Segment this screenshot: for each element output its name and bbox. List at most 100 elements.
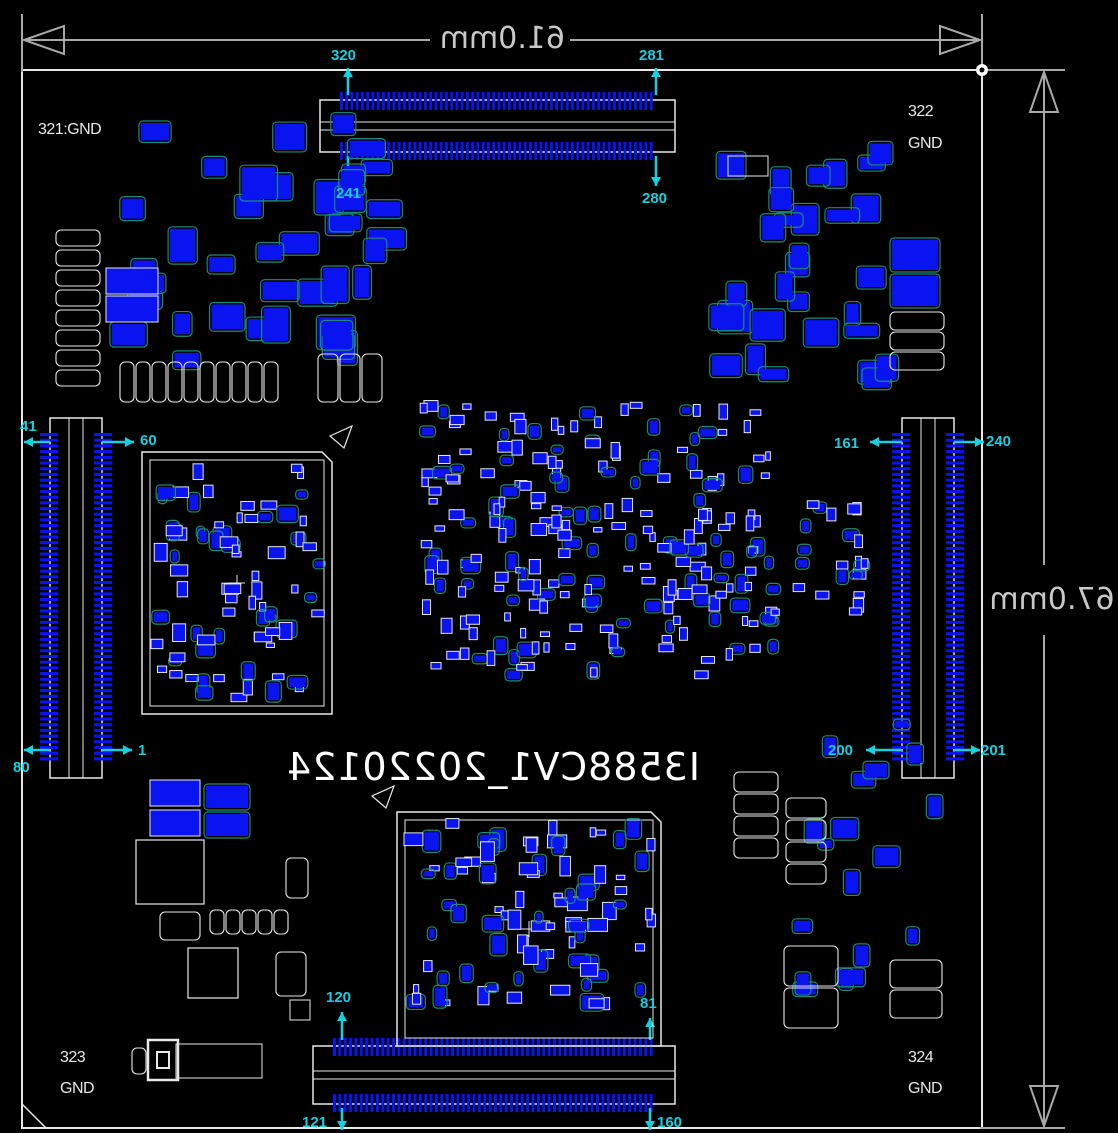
connector-pad	[354, 1038, 358, 1056]
connector-pad	[892, 603, 910, 607]
connector-pad	[946, 689, 964, 693]
connector-pad	[892, 660, 910, 664]
connector-pad	[371, 92, 375, 110]
empty-footprint	[733, 793, 779, 815]
smd-pad	[753, 454, 765, 463]
connector-pad	[892, 751, 910, 755]
smd-pad	[794, 920, 811, 932]
smd-pad	[851, 572, 861, 578]
connector-pad	[601, 1038, 605, 1056]
pad-outline	[646, 418, 661, 436]
smd-pad	[602, 469, 614, 475]
connector-pad	[413, 1094, 417, 1112]
connector-pad	[892, 455, 910, 459]
smd-pad	[717, 428, 728, 436]
smd-pad	[497, 441, 513, 453]
connector-pad	[946, 444, 964, 448]
height-dimension-line	[980, 68, 1065, 1130]
connector-pad	[547, 1094, 551, 1112]
connector-pad	[946, 751, 964, 755]
connector-pad	[403, 142, 406, 160]
connector-pad	[94, 524, 112, 528]
connector-pad	[397, 92, 401, 110]
connector-pad	[445, 1038, 449, 1056]
connector-pad	[892, 438, 910, 442]
pad-outline	[664, 619, 676, 634]
connector-pad	[892, 569, 910, 573]
smd-pad	[456, 866, 469, 875]
smd-pad	[156, 665, 168, 673]
connector-pad	[94, 706, 112, 710]
empty-footprint	[241, 909, 257, 935]
pad-outline	[708, 611, 722, 628]
smd-pad	[864, 763, 887, 777]
smd-pad	[311, 609, 325, 618]
pad-outline	[441, 898, 458, 912]
smd-pad	[907, 928, 918, 944]
connector-pad	[94, 535, 112, 539]
smd-pad	[615, 902, 625, 907]
connector-pad	[94, 660, 112, 664]
pad-outline	[272, 121, 308, 153]
smd-pad	[675, 556, 692, 568]
smd-pad	[726, 583, 734, 593]
connector-pad	[892, 524, 910, 528]
bottom-left-component-cluster	[131, 779, 311, 1082]
connector-pad	[544, 92, 548, 110]
smd-pad	[149, 809, 201, 837]
empty-footprint	[889, 959, 943, 989]
pad-outline	[561, 536, 583, 551]
connector-pad	[94, 455, 112, 459]
smd-pad	[457, 586, 467, 598]
smd-pad	[539, 590, 554, 599]
smd-pad	[797, 973, 809, 994]
connector-pad	[94, 609, 112, 613]
connector-pad	[946, 666, 964, 670]
corner-label-top-left: 321:GND	[38, 121, 102, 138]
smd-pad	[274, 124, 305, 150]
connector-pad	[94, 728, 112, 732]
pad-outline	[587, 505, 602, 523]
pad-outline	[320, 319, 354, 351]
connector-pad	[597, 142, 601, 160]
connector-pad	[597, 92, 601, 110]
smd-pad	[430, 662, 442, 670]
connector-pad	[397, 1038, 401, 1056]
connector-pad	[338, 1038, 342, 1056]
smd-pad	[199, 530, 207, 542]
connector-pad	[483, 1038, 487, 1056]
connector-pad	[613, 92, 616, 110]
connector-pad	[94, 666, 112, 670]
bottom-connector	[312, 1038, 676, 1112]
connector-pad	[40, 495, 58, 499]
smd-pad	[511, 439, 523, 456]
smd-pad	[598, 460, 608, 473]
smd-pad	[575, 509, 585, 523]
smd-pad	[570, 955, 589, 966]
smd-pad	[223, 583, 242, 595]
connector-pad	[94, 501, 112, 505]
smd-pad	[520, 569, 527, 579]
connector-pad	[445, 1094, 449, 1112]
pad-outline	[330, 112, 357, 137]
connector-pad	[892, 575, 910, 579]
connector-pad	[555, 142, 559, 160]
pad-outline	[478, 862, 497, 885]
connector-pad	[606, 1038, 610, 1056]
connector-pad	[483, 1094, 487, 1112]
smd-pad	[671, 541, 687, 554]
smd-pad	[185, 674, 199, 683]
connector-pad	[892, 643, 910, 647]
empty-footprint	[131, 1047, 147, 1075]
connector-pad	[946, 740, 964, 744]
smd-pad	[413, 984, 420, 994]
smd-pad	[428, 486, 442, 496]
smd-pad	[158, 486, 174, 499]
smd-pad	[627, 535, 635, 549]
connector-pad	[359, 1094, 363, 1112]
pad-outline	[195, 685, 214, 701]
pad-outline	[767, 638, 780, 655]
central-component-cluster	[418, 400, 782, 682]
connector-pad	[499, 1094, 503, 1112]
connector-pad	[526, 1038, 530, 1056]
